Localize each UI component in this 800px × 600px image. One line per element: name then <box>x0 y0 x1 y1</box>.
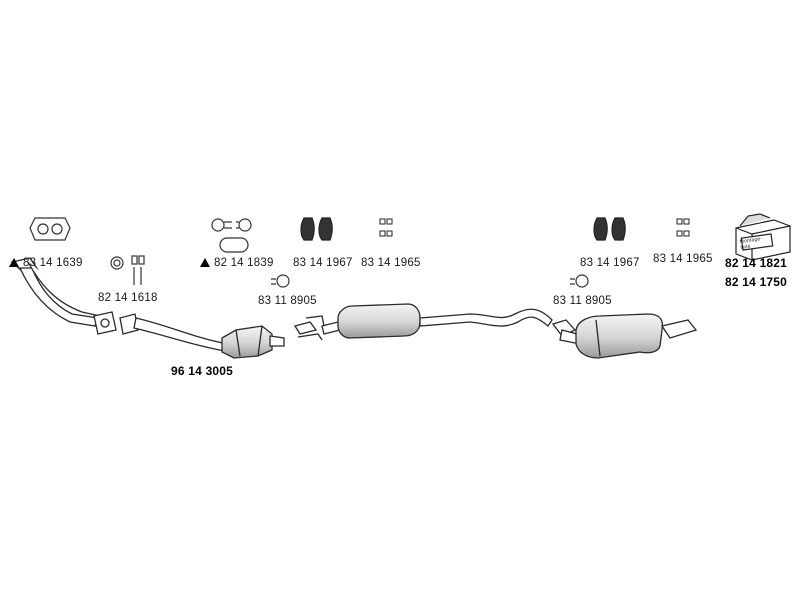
part-label-rubber-mount-b: 83 14 1965 <box>361 257 421 269</box>
part-label-rubber-mount-a: 83 14 1967 <box>293 257 353 269</box>
rear-rubber-mount-icon <box>593 217 626 241</box>
part-label-flange-gasket-front: 83 14 1639 <box>9 257 83 269</box>
bracket-icon <box>379 218 393 237</box>
warning-triangle-icon <box>200 258 210 267</box>
bolt-kit-icon <box>110 255 145 285</box>
part-label-bolt-kit: 82 14 1618 <box>98 292 158 304</box>
warning-triangle-icon <box>9 258 19 267</box>
catalytic-converter <box>221 325 285 359</box>
center-silencer <box>321 303 553 339</box>
front-clamp-icon <box>211 218 252 253</box>
front-downpipe <box>10 257 117 335</box>
rear-bracket-icon <box>676 218 690 237</box>
part-label-rubber-mount-rear-b: 83 14 1965 <box>653 253 713 265</box>
rubber-mount-icon <box>300 217 333 241</box>
part-label-clamp-rear: 83 11 8905 <box>553 295 612 307</box>
intermediate-pipe <box>119 313 231 353</box>
part-label-mounting-kit-b: 82 14 1750 <box>725 275 788 289</box>
rear-clamp-icon <box>570 274 589 288</box>
mounting-kit-box-icon <box>735 213 791 261</box>
part-label-clamp-middle: 83 11 8905 <box>258 295 317 307</box>
part-label-catalytic-converter: 96 14 3005 <box>171 364 234 378</box>
part-label-rubber-mount-rear-a: 83 14 1967 <box>580 257 640 269</box>
middle-connector <box>293 315 325 341</box>
part-label-clamp-front: 82 14 1839 <box>200 257 274 269</box>
rear-silencer <box>551 313 698 359</box>
front-gasket-icon <box>29 217 71 241</box>
part-label-mounting-kit-a: 82 14 1821 <box>725 256 788 270</box>
middle-clamp-icon <box>271 274 290 288</box>
